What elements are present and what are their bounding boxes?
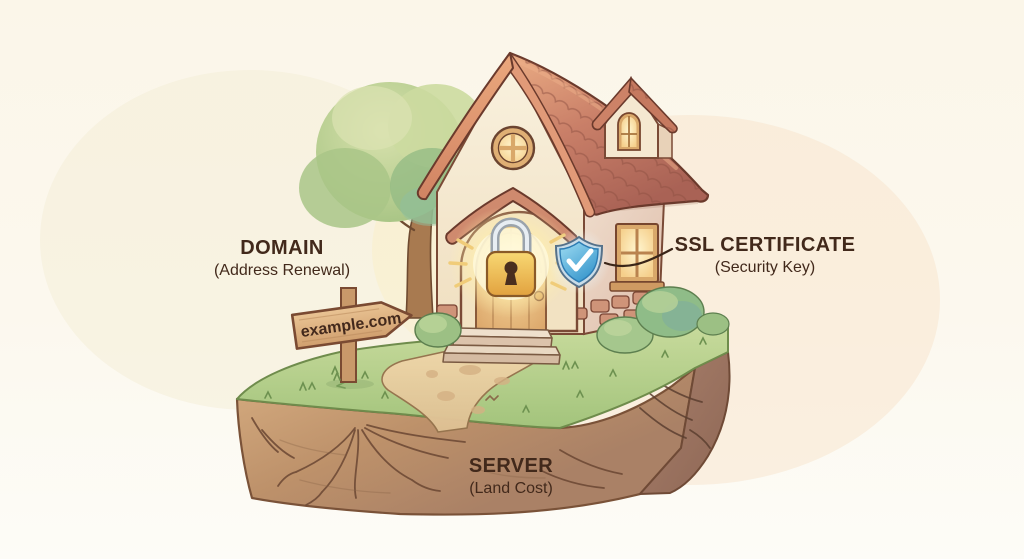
round-window	[490, 125, 536, 171]
roof-rake-band	[502, 51, 596, 218]
padlock-icon	[448, 206, 574, 318]
dirt-path	[381, 349, 549, 433]
shield-checkmark	[566, 248, 594, 272]
door-steps	[442, 327, 561, 365]
side-window	[609, 223, 665, 292]
roof-left-band	[416, 52, 514, 201]
signpost-arrow-board	[290, 301, 413, 350]
dormer	[591, 76, 678, 159]
leader-line	[603, 247, 674, 268]
padlock-keyhole	[504, 261, 518, 275]
soil-texture	[279, 439, 546, 494]
shield-check-icon	[548, 228, 610, 294]
roots	[251, 379, 711, 506]
path-pebbles	[426, 365, 510, 414]
soil-right-face	[639, 351, 731, 495]
dormer-window	[617, 112, 641, 151]
signpost: example.com	[290, 287, 413, 389]
bushes	[414, 286, 730, 354]
